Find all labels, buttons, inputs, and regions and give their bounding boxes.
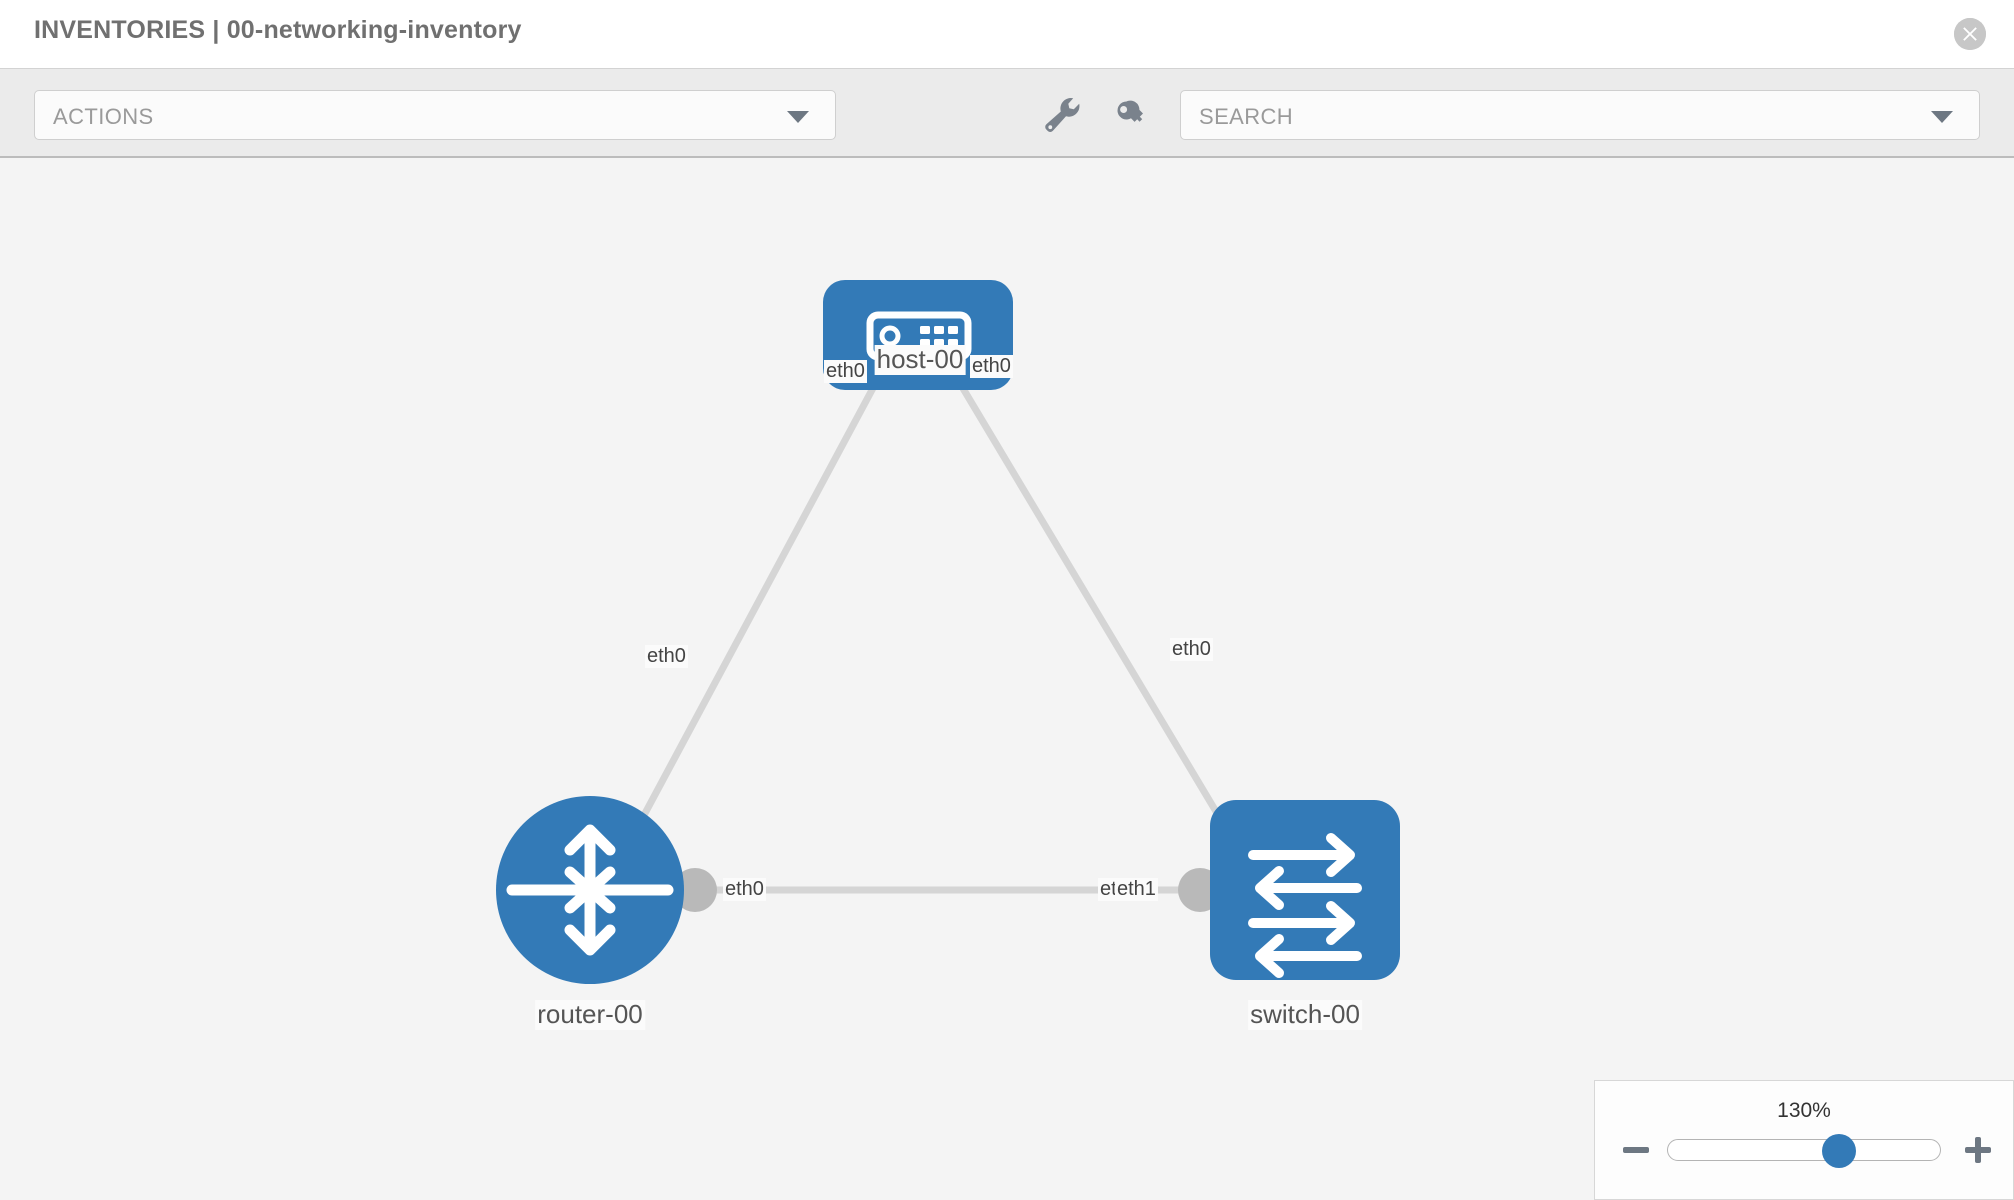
router-arrows-icon <box>506 824 674 956</box>
node-label-router-00: router-00 <box>535 999 645 1030</box>
actions-dropdown[interactable]: ACTIONS <box>34 90 836 140</box>
actions-dropdown-label: ACTIONS <box>53 104 154 129</box>
node-label-switch-00: switch-00 <box>1248 999 1362 1030</box>
search-placeholder-text: SEARCH <box>1199 104 1294 129</box>
topology-canvas[interactable]: host-00 router-00 switch-00 eth0 eth0 et… <box>0 160 2014 1200</box>
toolbar: ACTIONS SEARCH <box>0 68 2014 158</box>
interface-label-host-eth0-left: eth0 <box>824 360 867 383</box>
interface-label-router-eth0: eth0 <box>723 878 766 901</box>
interface-label-switch-eth0-uplink: eth0 <box>1170 638 1213 661</box>
zoom-level-value: 130% <box>1777 1099 1831 1122</box>
link-host-switch[interactable] <box>951 373 1249 862</box>
topology-graph <box>496 280 1400 984</box>
search-input[interactable]: SEARCH <box>1180 90 1980 140</box>
link-host-router[interactable] <box>616 373 884 862</box>
key-icon[interactable] <box>1110 95 1152 135</box>
wrench-icon[interactable] <box>1040 95 1082 135</box>
minus-icon[interactable] <box>1619 1133 1653 1167</box>
interface-label-host-eth0-right: eth0 <box>970 355 1013 378</box>
node-switch-00[interactable] <box>1210 800 1400 980</box>
interface-label-switch-eth1: eth1 <box>1115 878 1158 901</box>
zoom-control-panel: 130% <box>1594 1080 2014 1200</box>
node-label-host-00: host-00 <box>874 344 966 375</box>
close-icon[interactable] <box>1954 18 1986 50</box>
plus-icon[interactable] <box>1961 1133 1995 1167</box>
page-title: INVENTORIES | 00-networking-inventory <box>34 16 522 44</box>
page-header: INVENTORIES | 00-networking-inventory <box>0 0 2014 68</box>
chevron-down-icon[interactable] <box>1931 111 1953 123</box>
chevron-down-icon <box>787 111 809 123</box>
interface-dot[interactable] <box>673 868 717 912</box>
interface-label-router-eth0-uplink: eth0 <box>645 645 688 668</box>
zoom-slider[interactable] <box>1667 1134 1941 1168</box>
node-router-00[interactable] <box>496 796 684 984</box>
switch-arrows-icon <box>1248 833 1362 978</box>
zoom-slider-knob[interactable] <box>1822 1134 1857 1168</box>
